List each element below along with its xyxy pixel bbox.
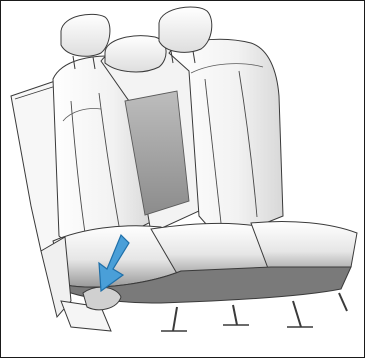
center-headrest [105, 36, 166, 72]
